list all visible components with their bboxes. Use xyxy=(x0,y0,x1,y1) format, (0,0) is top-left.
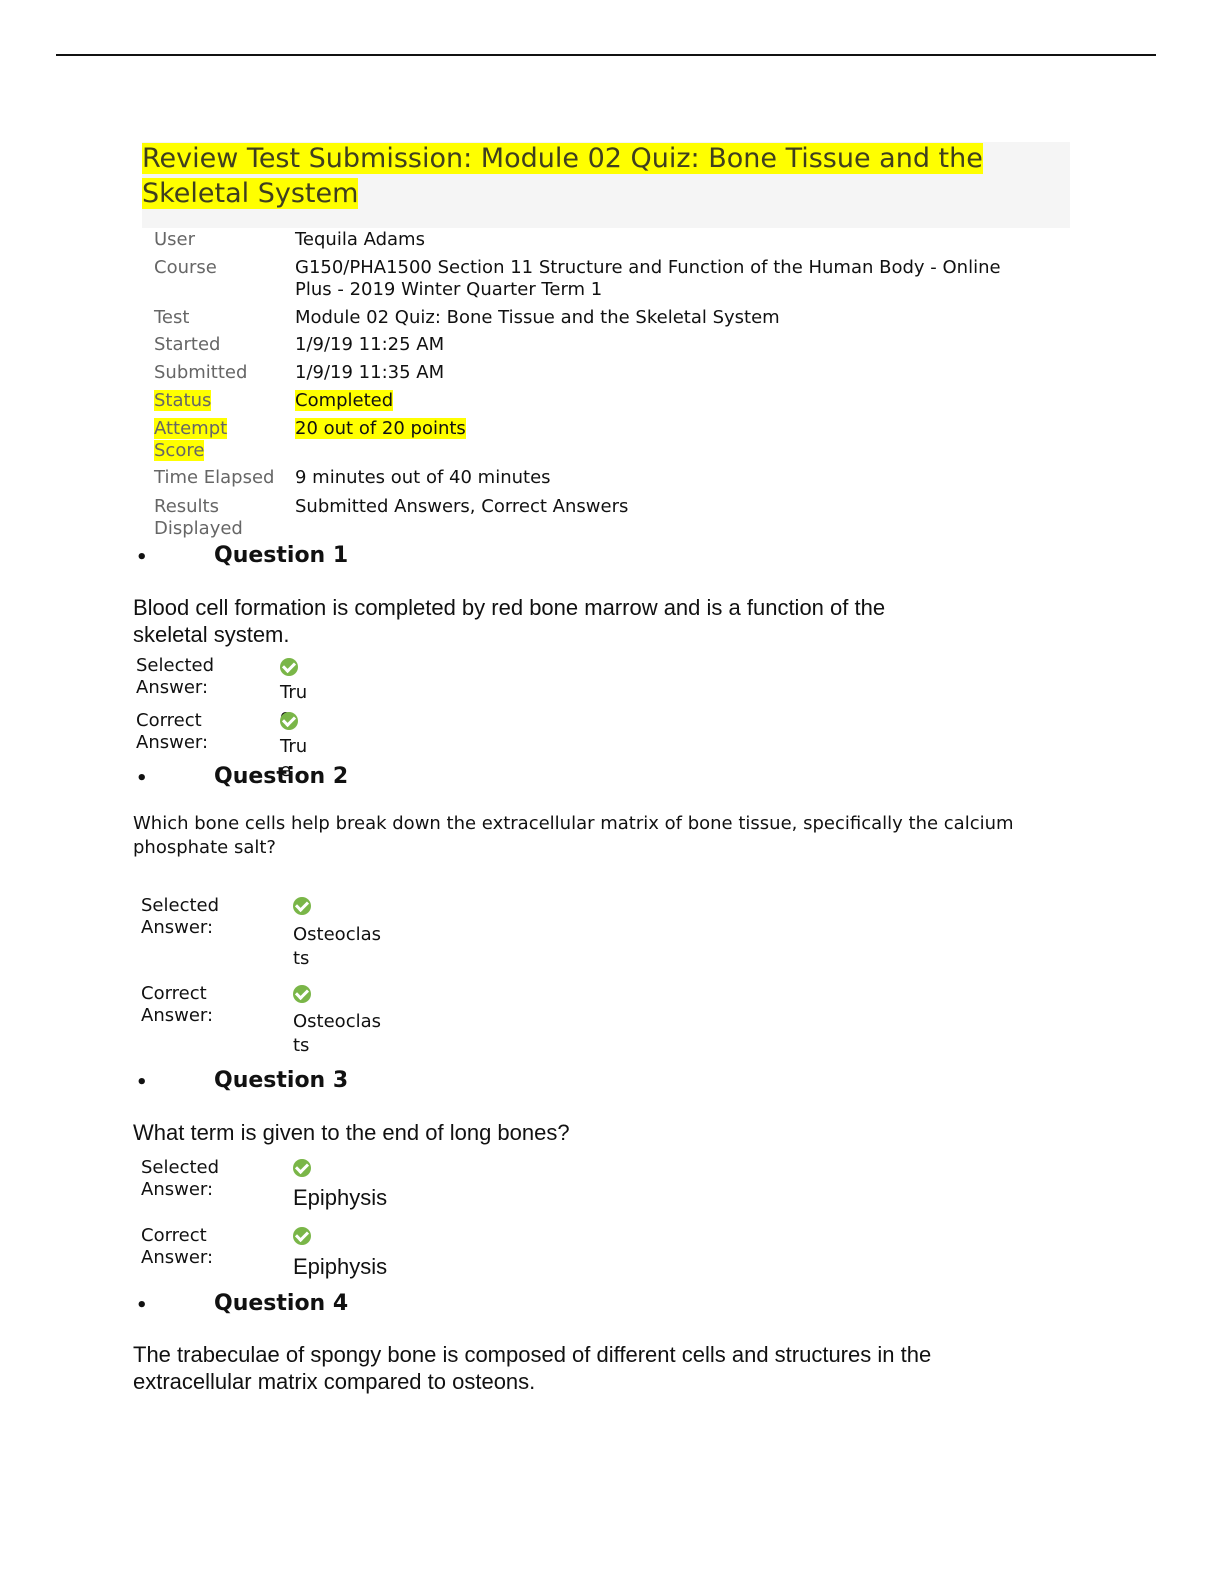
started-label: Started xyxy=(154,334,221,355)
course-value: G150/PHA1500 Section 11 Structure and Fu… xyxy=(295,257,1001,300)
q3-selected-answer: Epiphysis xyxy=(293,1185,388,1210)
q2-correct-answer: Osteoclasts xyxy=(293,1011,381,1056)
time-elapsed-label: Time Elapsed xyxy=(154,467,275,488)
results-displayed-label: Results Displayed xyxy=(154,496,243,539)
question-3-text: What term is given to the end of long bo… xyxy=(133,1120,570,1145)
q1-selected-label: Selected Answer: xyxy=(136,655,215,698)
test-label: Test xyxy=(154,307,190,328)
status-label: Status xyxy=(154,390,212,411)
submitted-label: Submitted xyxy=(154,362,248,383)
submitted-value: 1/9/19 11:35 AM xyxy=(295,362,445,383)
user-label: User xyxy=(154,229,196,250)
q3-correct-answer: Epiphysis xyxy=(293,1254,388,1279)
time-elapsed-value: 9 minutes out of 40 minutes xyxy=(295,467,551,488)
page-title: Review Test Submission: Module 02 Quiz: … xyxy=(142,143,983,209)
user-value: Tequila Adams xyxy=(295,229,425,250)
question-1-text: Blood cell formation is completed by red… xyxy=(133,595,886,647)
course-label: Course xyxy=(154,257,217,278)
q2-selected-answer: Osteoclasts xyxy=(293,924,381,969)
attempt-score-value: 20 out of 20 points xyxy=(295,418,466,439)
q2-selected-label: Selected Answer: xyxy=(141,895,220,938)
started-value: 1/9/19 11:25 AM xyxy=(295,334,445,355)
q2-correct-label: Correct Answer: xyxy=(141,983,214,1026)
correct-check-icon xyxy=(293,897,311,915)
status-value: Completed xyxy=(295,390,394,411)
test-value: Module 02 Quiz: Bone Tissue and the Skel… xyxy=(295,307,780,328)
results-displayed-value: Submitted Answers, Correct Answers xyxy=(295,496,629,517)
page-header-rule xyxy=(56,54,1156,56)
correct-check-icon xyxy=(293,1159,311,1177)
correct-check-icon xyxy=(280,712,298,730)
q1-correct-label: Correct Answer: xyxy=(136,710,209,753)
correct-check-icon xyxy=(280,658,298,676)
correct-check-icon xyxy=(293,985,311,1003)
q3-selected-label: Selected Answer: xyxy=(141,1157,220,1200)
question-2-text: Which bone cells help break down the ext… xyxy=(133,813,1014,858)
question-4-text: The trabeculae of spongy bone is compose… xyxy=(133,1342,932,1394)
q1-correct-answer: True xyxy=(280,711,314,783)
q3-correct-label: Correct Answer: xyxy=(141,1225,214,1268)
correct-check-icon xyxy=(293,1227,311,1245)
